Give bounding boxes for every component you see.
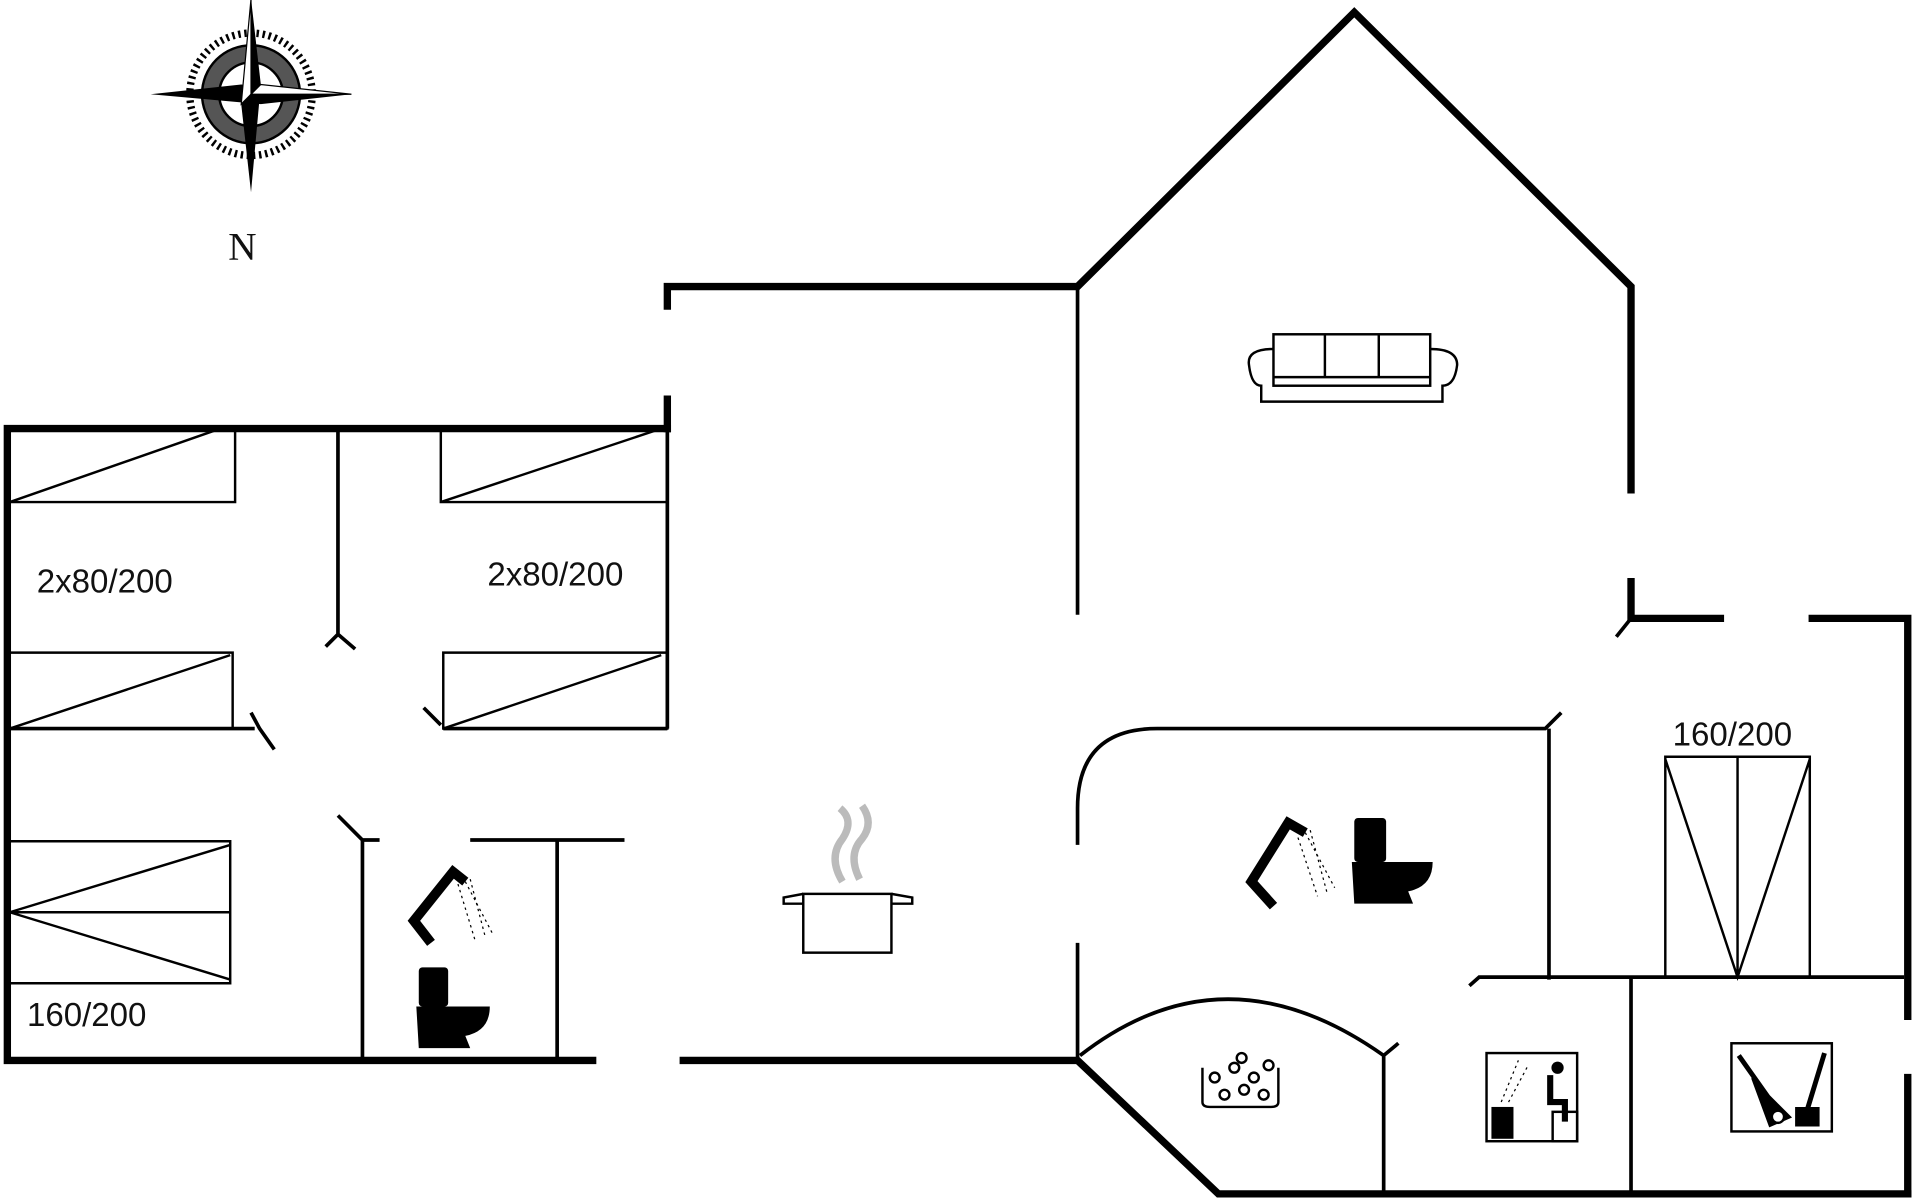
- toilet-icon: [416, 967, 490, 1049]
- sofa-icon: [1247, 333, 1459, 403]
- exterior-walls: [3, 7, 1912, 1198]
- sauna-icon: [1485, 1051, 1579, 1143]
- bedroom-1-label: 2x80/200: [37, 564, 173, 601]
- toilet-icon: [1351, 817, 1433, 904]
- north-label: N: [228, 226, 256, 269]
- cooking-pot-icon: [782, 803, 914, 954]
- bedroom-4-label: 160/200: [1673, 717, 1792, 754]
- compass-rose-icon: [150, 0, 352, 193]
- bedroom-2-label: 2x80/200: [487, 556, 623, 593]
- shower-icon: [407, 864, 493, 946]
- whirlpool-icon: [1201, 1051, 1280, 1109]
- bedroom-3-label: 160/200: [27, 997, 146, 1034]
- beds: [9, 427, 1812, 985]
- shower-icon: [1245, 816, 1336, 910]
- utility-room-icon: [1730, 1042, 1834, 1133]
